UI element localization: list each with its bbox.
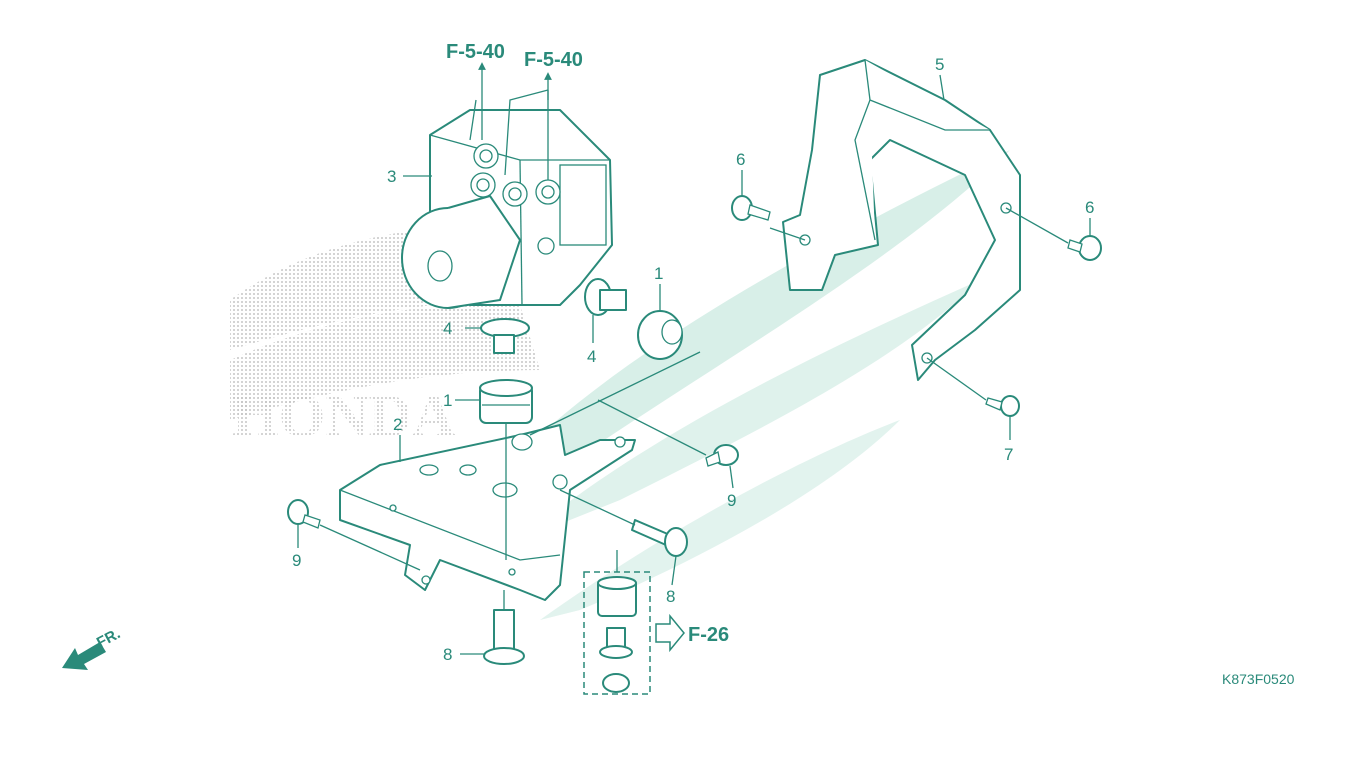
collar-left: [480, 318, 530, 354]
abs-cover: [782, 59, 1021, 381]
ref-f26: F-26: [688, 624, 729, 646]
bolt-8-right: [631, 519, 688, 557]
sub-assembly-group: [583, 571, 651, 695]
honda-watermark-text: HONDA: [232, 383, 455, 449]
leader-lines: [297, 62, 1091, 655]
bolt-6-right: [1067, 235, 1102, 261]
callout-2: 2: [393, 415, 402, 434]
callout-5: 5: [935, 55, 944, 74]
bolt-8-bottom: [483, 609, 525, 665]
abs-bracket: [339, 424, 636, 601]
callout-7: 7: [1004, 445, 1013, 464]
bolt-6-left: [731, 195, 771, 221]
ref-f540-left: F-5-40: [446, 41, 505, 63]
bolt-9-right: [705, 444, 739, 467]
grommet-upper: [637, 310, 683, 360]
callout-9-left: 9: [292, 551, 301, 570]
callout-8-right: 8: [666, 587, 675, 606]
callout-4-right: 4: [587, 347, 596, 366]
callout-1-lower: 1: [443, 391, 452, 410]
abs-modulator: [401, 109, 613, 309]
callout-8-bottom: 8: [443, 645, 452, 664]
honda-wing-watermark: HONDA: [230, 150, 1010, 620]
callout-6-left: 6: [736, 150, 745, 169]
front-direction-arrow: FR.: [62, 625, 123, 670]
bolt-9-left: [287, 499, 321, 529]
f26-arrow: [655, 613, 685, 653]
callout-6-right: 6: [1085, 198, 1094, 217]
grommet-lower: [479, 379, 533, 424]
callout-1-upper: 1: [654, 264, 663, 283]
diagram-code: K873F0520: [1222, 671, 1295, 687]
callout-9-right: 9: [727, 491, 736, 510]
ref-f540-right: F-5-40: [524, 49, 583, 71]
screw-7: [985, 395, 1020, 417]
collar-right: [584, 278, 627, 316]
callout-4-left: 4: [443, 319, 452, 338]
callout-3: 3: [387, 167, 396, 186]
